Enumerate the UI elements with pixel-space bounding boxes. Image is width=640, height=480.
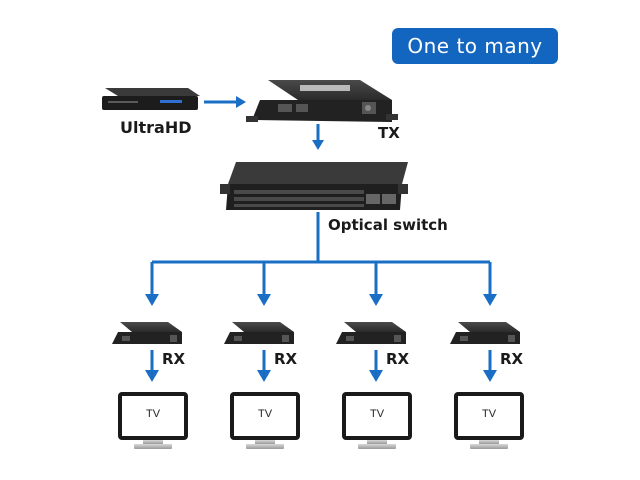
- receiver-icon: [224, 322, 294, 344]
- transmitter-icon: [246, 80, 398, 122]
- rx-label: RX: [500, 350, 524, 368]
- tv-label: TV: [145, 408, 161, 420]
- tv-icon: [342, 392, 412, 449]
- receiver-icon: [450, 322, 520, 344]
- rx-label: RX: [162, 350, 186, 368]
- one-to-many-badge: One to many: [392, 28, 558, 64]
- tv-label: TV: [369, 408, 385, 420]
- switch-label: Optical switch: [328, 216, 448, 234]
- bluray-player-icon: [102, 88, 200, 110]
- distribution-arrowheads: [145, 294, 497, 306]
- receiver-icon: [112, 322, 182, 344]
- source-label: UltraHD: [120, 118, 192, 137]
- tv-label: TV: [257, 408, 273, 420]
- tv-label: TV: [481, 408, 497, 420]
- optical-switch-icon: [220, 162, 408, 210]
- tx-label: TX: [378, 124, 400, 142]
- rx-to-tv-lines: [150, 350, 492, 372]
- receiver-icon: [336, 322, 406, 344]
- tv-icon: [230, 392, 300, 449]
- rx-label: RX: [386, 350, 410, 368]
- tv-icon: [118, 392, 188, 449]
- source-to-tx-arrow: [204, 96, 246, 108]
- rx-label: RX: [274, 350, 298, 368]
- tv-icon: [454, 392, 524, 449]
- distribution-lines: [150, 212, 492, 296]
- tx-to-switch-arrow: [312, 124, 324, 150]
- rx-to-tv-arrowheads: [145, 370, 497, 382]
